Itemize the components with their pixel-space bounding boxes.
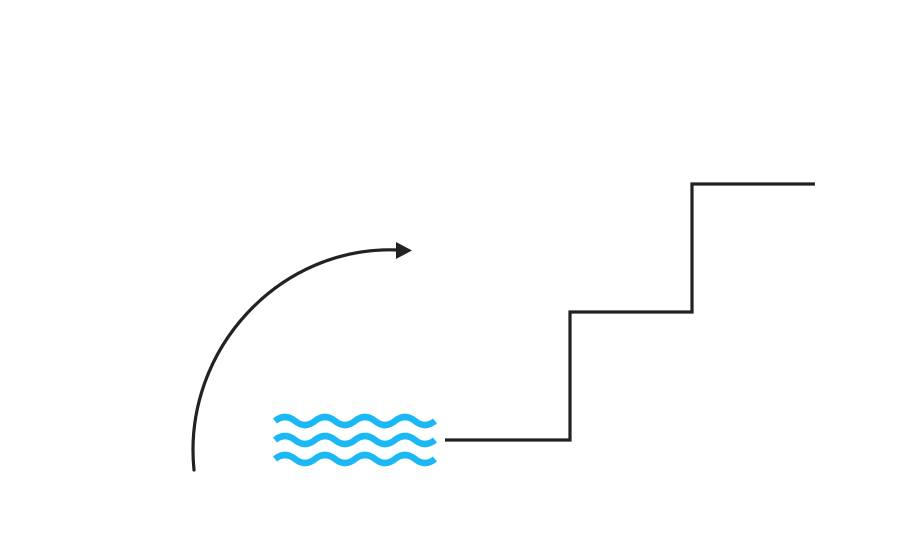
arrowhead-icon (396, 242, 412, 259)
curved-arrow-icon (191, 248, 400, 472)
wave-line (272, 432, 438, 448)
water-waves-icon (272, 413, 438, 467)
staircase-icon (445, 182, 815, 442)
wave-line (272, 451, 438, 467)
wave-line (272, 413, 438, 429)
